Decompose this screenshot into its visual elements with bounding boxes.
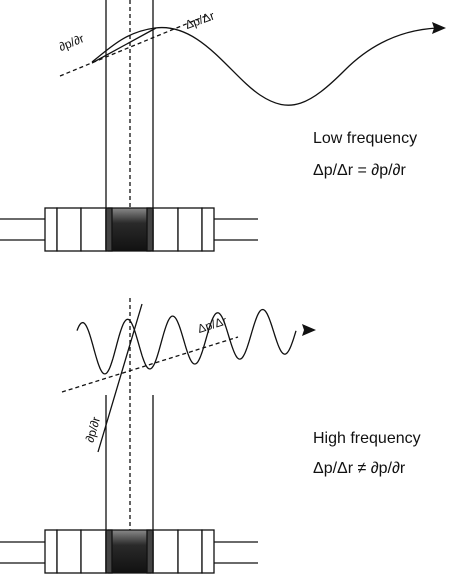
low-frequency-wave bbox=[91, 27, 438, 106]
high-frequency-relation: Δp/Δr ≠ ∂p/∂r bbox=[313, 460, 406, 477]
tangent-line bbox=[97, 303, 143, 453]
pipe-assembly bbox=[0, 207, 258, 252]
secant-line bbox=[91, 27, 157, 64]
pressure-sensor bbox=[105, 529, 154, 574]
tangent-line bbox=[59, 14, 209, 77]
high-frequency-caption: High frequency bbox=[313, 430, 421, 447]
low-frequency-relation: Δp/Δr = ∂p/∂r bbox=[313, 162, 406, 179]
high-frequency-panel bbox=[0, 298, 316, 574]
low-frequency-caption: Low frequency bbox=[313, 130, 418, 147]
pressure-sensor bbox=[105, 207, 154, 252]
low-frequency-panel bbox=[0, 0, 446, 252]
high-frequency-wave bbox=[76, 308, 297, 375]
wave-arrowhead bbox=[432, 22, 446, 34]
pipe-assembly bbox=[0, 529, 258, 574]
wave-arrowhead bbox=[302, 324, 316, 336]
secant-line bbox=[61, 336, 239, 393]
